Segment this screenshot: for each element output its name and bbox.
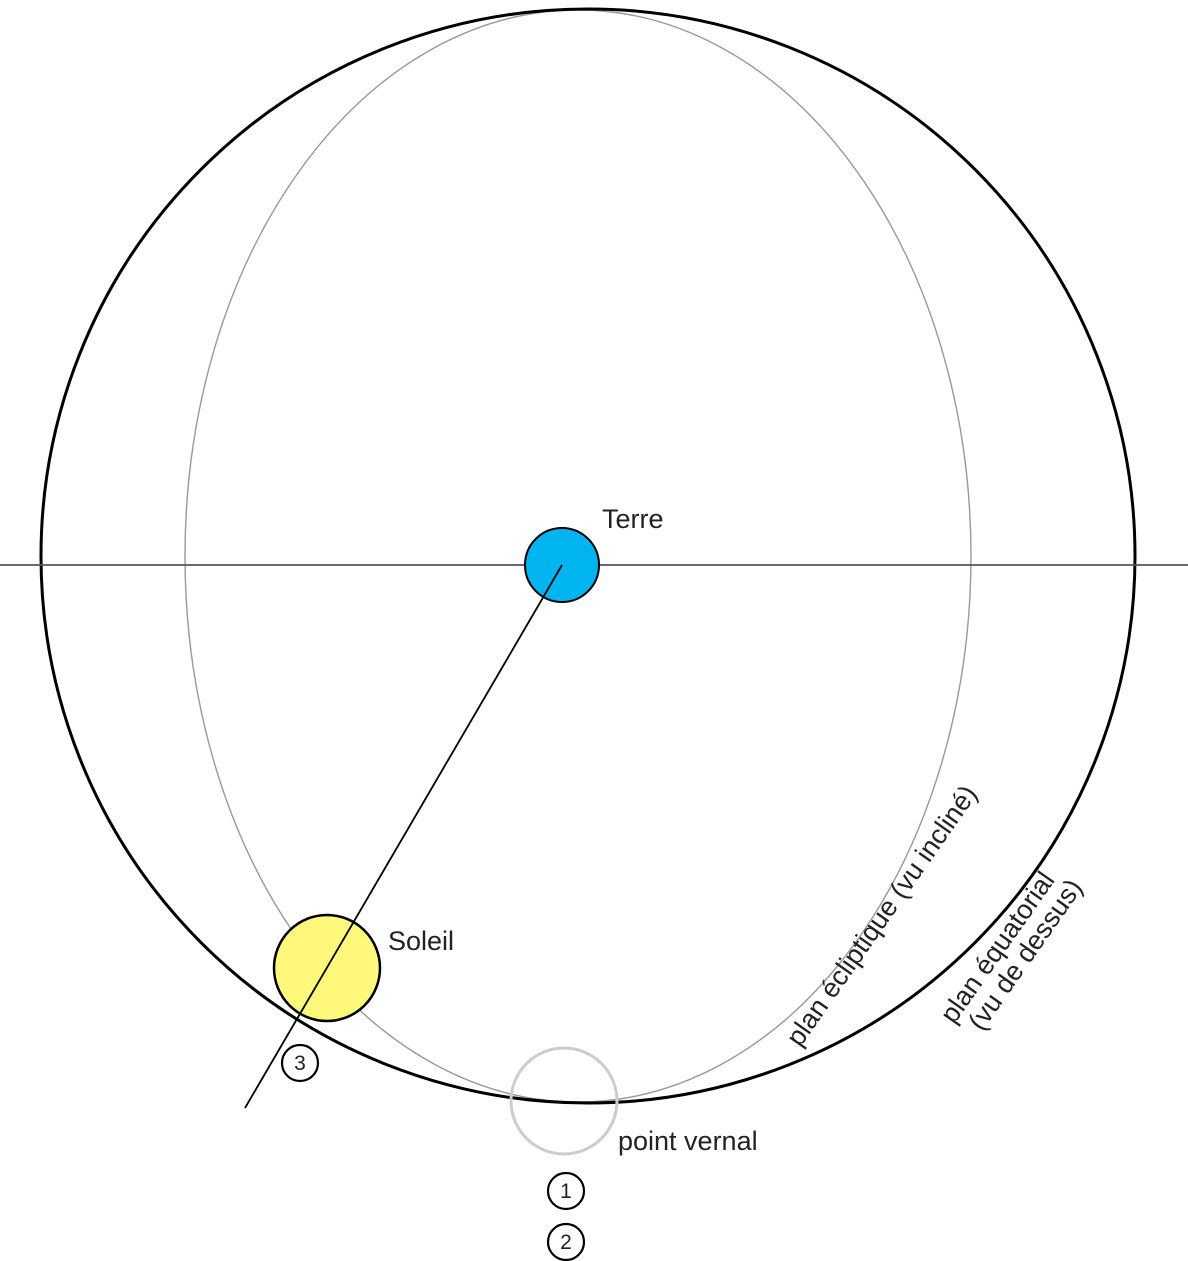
marker-3: 3 (280, 1043, 320, 1083)
vernal-point-label: point vernal (618, 1126, 758, 1156)
earth-label: Terre (602, 504, 664, 534)
marker-1-text: 1 (560, 1180, 572, 1203)
sun-label: Soleil (388, 926, 454, 956)
marker-3-text: 3 (294, 1052, 306, 1075)
marker-2-text: 2 (560, 1231, 572, 1254)
marker-2: 2 (546, 1222, 586, 1261)
equatorial-plane-label: plan équatorial (vu de dessus) (934, 866, 1088, 1036)
earth-sun-line (244, 564, 563, 1109)
marker-1: 1 (546, 1171, 586, 1211)
equatorial-circle (39, 7, 1137, 1105)
vernal-point-circle (509, 1046, 619, 1156)
